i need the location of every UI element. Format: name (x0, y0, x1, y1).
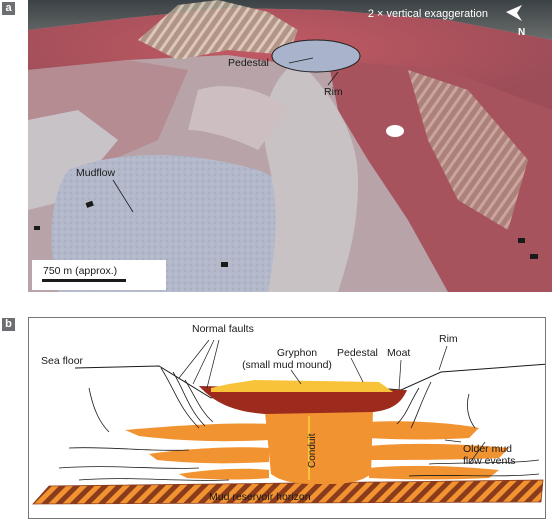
conduit-body (265, 410, 373, 484)
pedestal-diagram-label: Pedestal (337, 347, 378, 359)
mudflow-label: Mudflow (76, 167, 116, 179)
pedestal-label: Pedestal (228, 57, 269, 69)
rim-diagram-label: Rim (439, 333, 458, 345)
north-arrow-icon (506, 5, 522, 21)
reservoir-label: Mud reservoir horizon (209, 491, 311, 503)
rim-label: Rim (324, 86, 343, 98)
mud-reservoir-band (32, 479, 544, 505)
sea-floor-label: Sea floor (41, 355, 84, 367)
normal-faults-label: Normal faults (192, 323, 254, 335)
cross-section-diagram: Normal faults Gryphon (small mud mound) … (28, 317, 550, 519)
moat-label: Moat (387, 347, 410, 359)
aerial-terrain-view: 2 × vertical exaggeration N Pedestal Rim… (28, 0, 552, 292)
north-label: N (518, 27, 525, 38)
gryphon-label: Gryphon (277, 347, 317, 359)
exaggeration-label: 2 × vertical exaggeration (368, 8, 488, 20)
gryphon-sublabel: (small mud mound) (242, 359, 332, 371)
terrain-image: 2 × vertical exaggeration N Pedestal Rim… (28, 0, 552, 292)
moat-bowl (199, 386, 407, 414)
scale-bar-label: 750 m (approx.) (43, 265, 117, 277)
cross-section-svg: Normal faults Gryphon (small mud mound) … (32, 323, 550, 505)
older-mud-sublabel: flow events (463, 455, 516, 467)
older-mud-label: Older mud (463, 443, 512, 455)
panel-a-tag: a (2, 2, 15, 15)
pedestal-top (211, 380, 393, 392)
conduit-label: Conduit (307, 433, 318, 468)
panel-b-tag: b (2, 318, 15, 331)
